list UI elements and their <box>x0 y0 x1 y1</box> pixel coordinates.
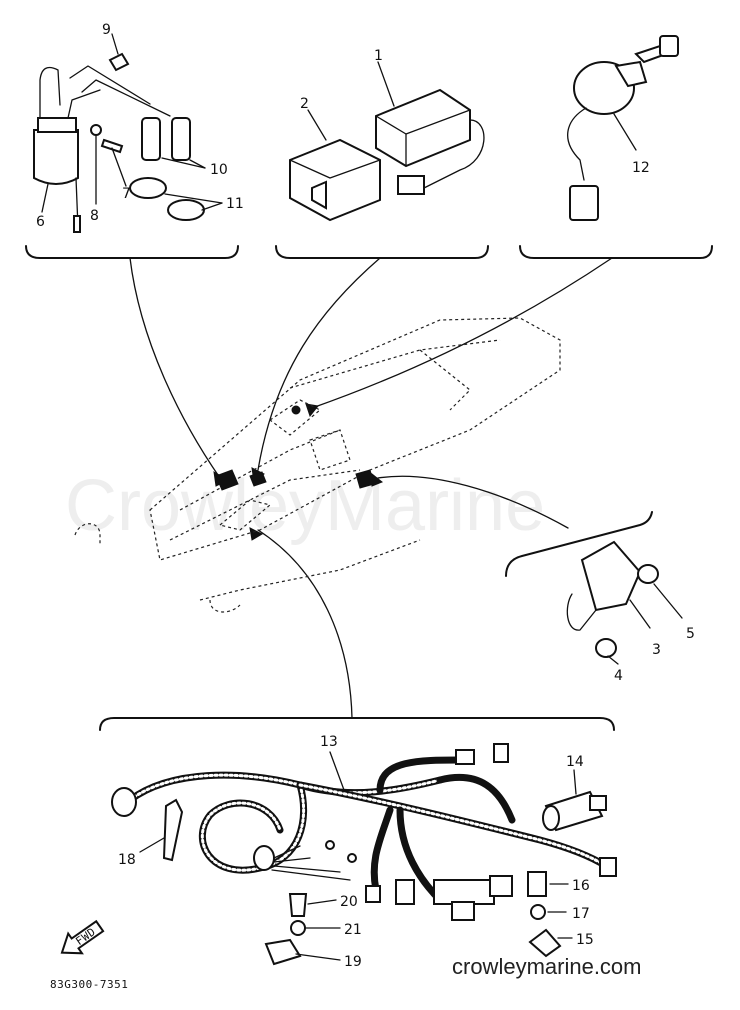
mounted-coil <box>215 469 239 491</box>
callout-14: 14 <box>566 754 584 770</box>
clamp-icon <box>264 938 302 966</box>
site-label: crowleymarine.com <box>452 954 642 979</box>
wiring-harness <box>126 756 610 904</box>
clamp-icon <box>528 928 562 958</box>
leader <box>613 113 637 151</box>
bolt-icon <box>288 893 308 917</box>
callout-4: 4 <box>614 668 623 684</box>
leader-sensor <box>377 475 569 529</box>
leader <box>607 655 619 665</box>
arrowhead <box>305 403 319 418</box>
bracket-cdi-group <box>275 245 489 259</box>
callout-8: 8 <box>90 208 99 224</box>
bracket-ignition-group <box>25 245 239 259</box>
harness-clamp-strip <box>162 798 184 862</box>
callout-3: 3 <box>652 642 661 658</box>
harness-connectors <box>111 743 617 921</box>
callout-18: 18 <box>118 852 136 868</box>
leader-switch <box>311 257 613 409</box>
leader <box>307 109 327 141</box>
callout-11: 11 <box>226 196 244 212</box>
bracket-sensor-group <box>505 511 653 577</box>
callout-21: 21 <box>344 922 362 938</box>
leader <box>329 751 345 791</box>
cdi-cover <box>289 138 381 222</box>
mounted-cdi <box>249 471 267 487</box>
main-switch <box>567 35 679 221</box>
nut-icon <box>290 920 306 936</box>
forward-arrow-icon: FWD <box>60 919 105 955</box>
mounted-switch <box>291 405 301 415</box>
callout-17: 17 <box>572 906 590 922</box>
callout-1: 1 <box>374 48 383 64</box>
leader <box>111 33 119 55</box>
watercraft-outline <box>74 317 561 613</box>
mounted-sensor <box>355 469 375 489</box>
callout-5: 5 <box>686 626 695 642</box>
callout-16: 16 <box>572 878 590 894</box>
watermark-text: CrowleyMarine <box>65 466 545 546</box>
callout-7: 7 <box>122 186 131 202</box>
leader <box>201 202 223 211</box>
grommet-icon <box>129 177 167 199</box>
leader <box>307 899 337 905</box>
nut-icon <box>90 124 102 136</box>
diagram-part-number: 83G300-7351 <box>50 978 128 991</box>
leader <box>377 61 395 107</box>
callout-20: 20 <box>340 894 358 910</box>
bracket-switch-group <box>519 245 713 259</box>
spark-plug-caps <box>69 52 191 161</box>
leader <box>139 837 165 853</box>
callout-19: 19 <box>344 954 362 970</box>
washer-icon <box>530 904 546 920</box>
callout-15: 15 <box>576 932 594 948</box>
leader <box>295 953 341 961</box>
leader-harness <box>257 529 353 719</box>
grommet-icon <box>167 199 205 221</box>
harness-sleeve <box>542 790 607 832</box>
sensor-unit <box>566 540 659 658</box>
callout-13: 13 <box>320 734 338 750</box>
leader <box>111 147 127 187</box>
leader <box>573 769 577 795</box>
bolt-icon <box>527 871 547 897</box>
leader <box>629 599 651 629</box>
leader <box>164 193 223 204</box>
bolt-icon <box>100 138 124 154</box>
leader-ignition <box>129 257 221 479</box>
leader <box>41 183 49 213</box>
callout-6: 6 <box>36 214 45 230</box>
leader <box>161 157 206 169</box>
watercraft-mounted-parts <box>215 405 375 491</box>
callout-9: 9 <box>102 22 111 38</box>
leader-cdi <box>257 257 381 471</box>
cdi-unit <box>375 88 485 195</box>
callout-2: 2 <box>300 96 309 112</box>
bracket-harness-group <box>99 717 615 731</box>
callout-10: 10 <box>210 162 228 178</box>
leader <box>653 583 683 619</box>
arrowhead <box>249 527 264 541</box>
leader <box>189 159 206 169</box>
callout-12: 12 <box>632 160 650 176</box>
ignition-coil <box>33 66 101 233</box>
